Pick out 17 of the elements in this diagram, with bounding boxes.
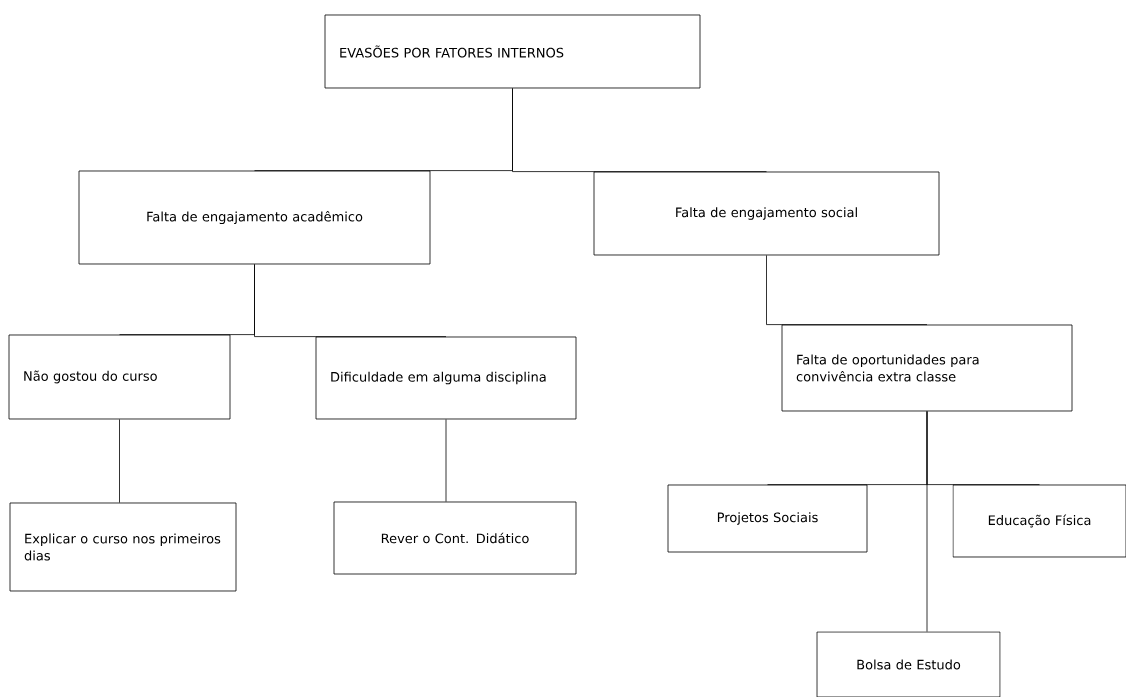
connector-line [254,264,447,337]
box: Projetos Sociais [667,484,868,553]
connector-line [926,411,928,632]
connector-line [445,419,447,502]
box: Falta de engajamento social [593,171,940,256]
connector-line [766,255,928,325]
box: EVASÕES POR FATORES INTERNOS [324,14,701,89]
connector-line [512,88,767,172]
box: Explicar o curso nos primeiros dias [9,502,237,592]
box: Não gostou do curso [8,334,231,420]
box: Rever o Cont. Didático [333,501,577,575]
connector-line [119,419,120,503]
box: Bolsa de Estudo [816,631,1001,697]
box: Dificuldade em alguma disciplina [315,336,577,420]
box: Falta de engajamento acadêmico [78,170,431,265]
box: Falta de oportunidades para convivência extra classe [781,324,1073,412]
box: Educação Física [952,484,1126,558]
